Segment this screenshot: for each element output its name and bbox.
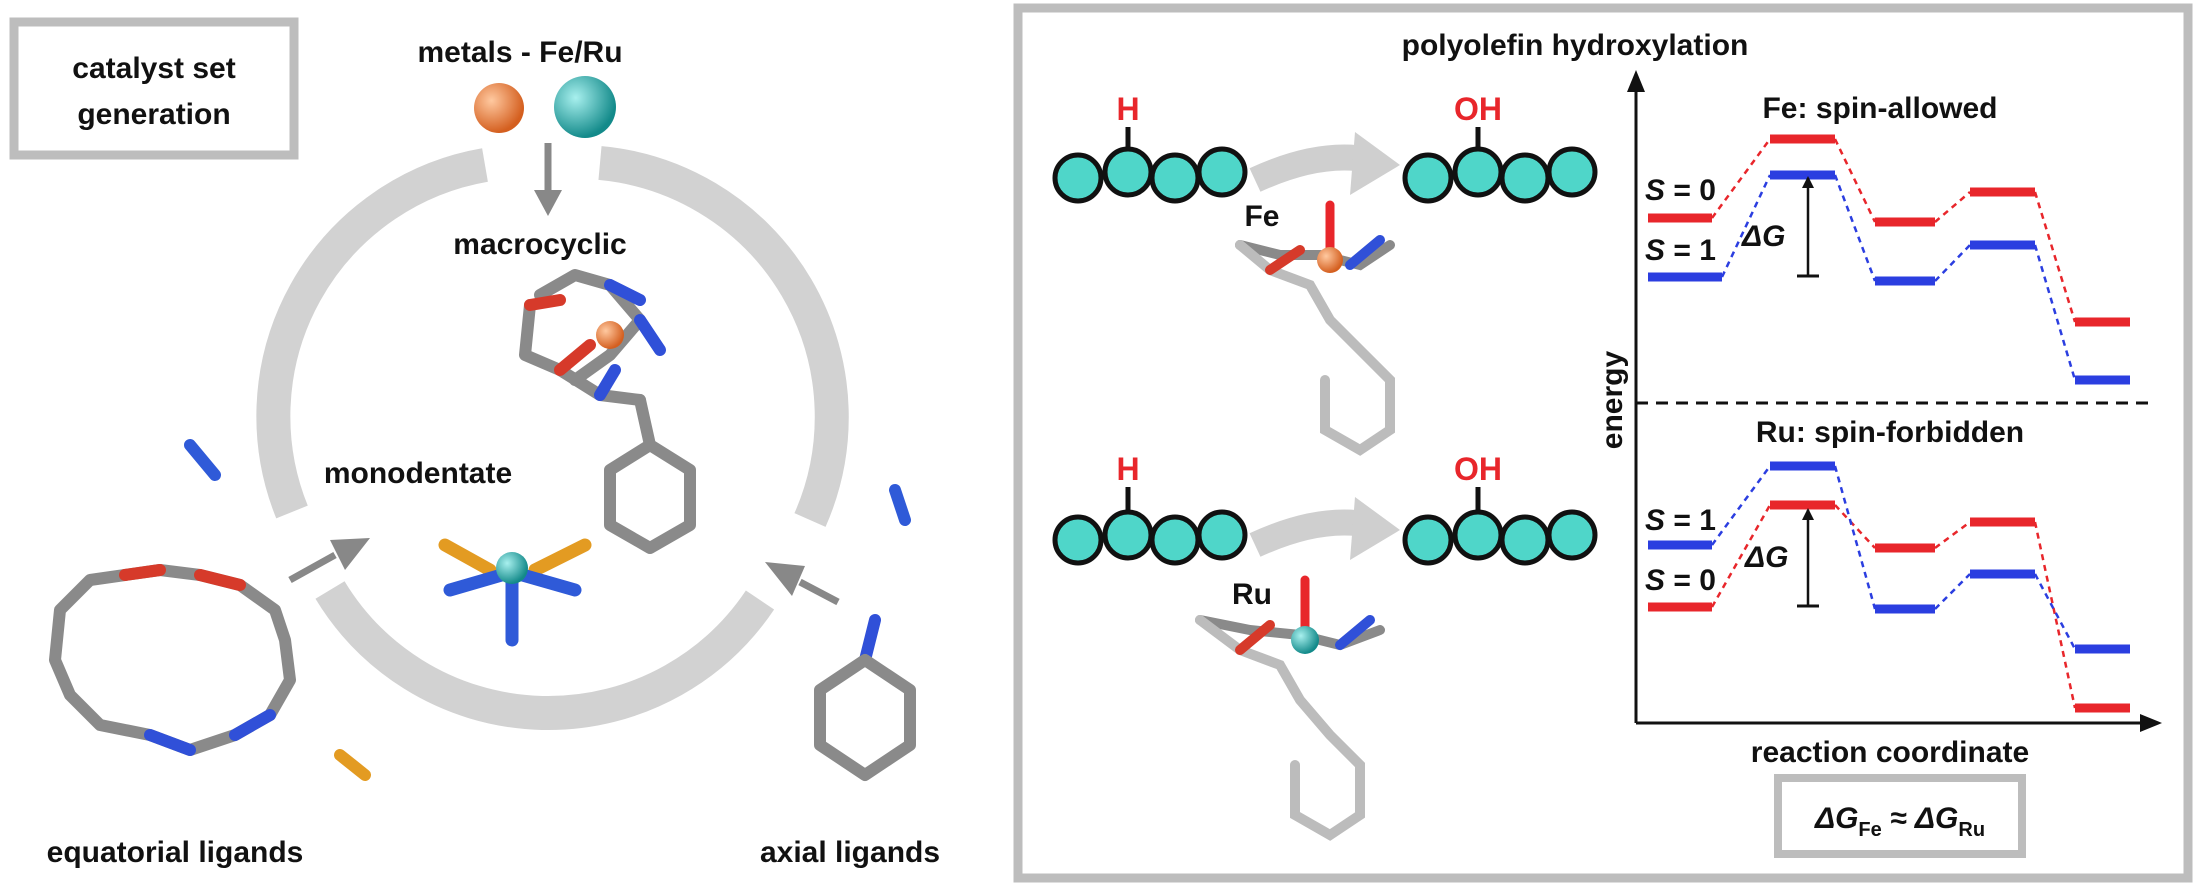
fe-s1-label: S = 1 — [1645, 234, 1716, 267]
chain-fe-product — [1402, 127, 1598, 204]
metal-arrow — [534, 143, 562, 216]
catalyst-box-line2: generation — [77, 98, 230, 131]
fe-diagram-title: Fe: spin-allowed — [1762, 92, 1997, 125]
reaction-axis-arrow — [2140, 714, 2162, 732]
chain-fe-reactant — [1052, 127, 1248, 204]
ru-h-label: H — [1116, 451, 1139, 487]
ru-catalyst-label: Ru — [1232, 578, 1272, 611]
fe-sphere — [474, 83, 524, 133]
fe-oh-label: OH — [1454, 91, 1502, 127]
equatorial-ring-molecule — [49, 564, 296, 756]
chain-ru-product — [1402, 487, 1598, 566]
catalyst-ring — [256, 146, 849, 731]
axial-arrow — [765, 562, 840, 606]
ru-s1-label: S = 1 — [1645, 504, 1716, 537]
monodentate-molecule — [438, 538, 592, 647]
fe-delta-g-label: ΔG — [1741, 220, 1785, 253]
ru-oh-label: OH — [1454, 451, 1502, 487]
ru-s0-label: S = 0 — [1645, 564, 1716, 597]
ru-reaction-arrowhead — [1350, 497, 1400, 560]
fe-catalyst-molecule — [1235, 200, 1395, 456]
catalyst-box — [9, 17, 299, 160]
small-ligands — [184, 439, 911, 781]
ru-profile — [1648, 461, 2130, 713]
hydroxylation-title: polyolefin hydroxylation — [1402, 29, 1749, 62]
fe-profile — [1648, 134, 2130, 385]
reaction-coordinate-label: reaction coordinate — [1751, 736, 2029, 769]
ru-catalyst-molecule — [1195, 575, 1385, 841]
energy-axis-arrow — [1627, 70, 1645, 92]
macrocyclic-label: macrocyclic — [453, 228, 626, 261]
axial-label: axial ligands — [760, 836, 940, 869]
fe-s0-label: S = 0 — [1645, 174, 1716, 207]
left-panel: catalyst set generation metals - Fe/Ru m… — [9, 17, 940, 869]
catalyst-box-line1: catalyst set — [72, 52, 235, 85]
fe-reaction-arrowhead — [1350, 132, 1400, 195]
monodentate-label: monodentate — [324, 457, 512, 490]
metals-label: metals - Fe/Ru — [417, 36, 622, 69]
equatorial-arrow — [288, 538, 370, 584]
energy-axis-label: energy — [1596, 351, 1629, 450]
right-panel: polyolefin hydroxylation H OH H OH — [1013, 3, 2193, 883]
macrocycle-molecule — [519, 269, 696, 554]
fe-h-label: H — [1116, 91, 1139, 127]
equation-box — [1774, 774, 2026, 858]
aniline-molecule — [814, 614, 916, 781]
fe-catalyst-label: Fe — [1244, 200, 1279, 233]
ru-diagram-title: Ru: spin-forbidden — [1756, 416, 2024, 449]
ru-sphere — [554, 76, 616, 138]
ru-delta-g-label: ΔG — [1744, 541, 1788, 574]
equation-text: ΔGFe ≈ ΔGRu — [1814, 802, 1985, 841]
chain-ru-reactant — [1052, 487, 1248, 566]
equatorial-label: equatorial ligands — [47, 836, 304, 869]
